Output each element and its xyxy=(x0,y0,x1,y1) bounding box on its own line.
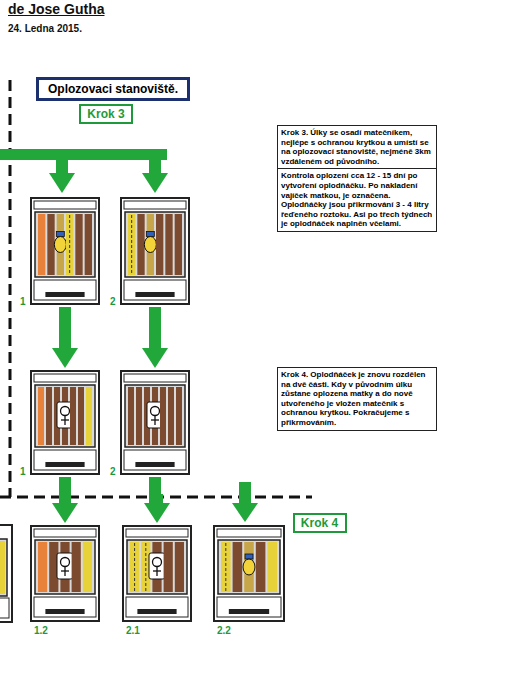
arrow-bar xyxy=(0,149,167,160)
hive-number: 2.2 xyxy=(217,625,231,636)
arrow-stem xyxy=(59,307,71,349)
partial-hive xyxy=(0,525,12,622)
hive-box: 1 xyxy=(30,197,100,305)
note-text: Krok 3. Úlky se osadí matečníkem, nejlép… xyxy=(278,126,436,168)
hive-box: 2.2 xyxy=(213,525,285,622)
hive-box: 1.2 xyxy=(30,525,100,622)
arrow-stem xyxy=(239,482,251,504)
hive-drawing xyxy=(122,525,192,622)
hive-drawing xyxy=(30,370,100,475)
hive-number: 2 xyxy=(110,296,116,307)
date-label: 24. Ledna 2015. xyxy=(8,23,82,34)
arrow-stem xyxy=(149,155,161,174)
dashed-divider xyxy=(9,80,12,497)
flow-arrow xyxy=(144,477,170,523)
hive-box: 2.1 xyxy=(122,525,192,622)
note-box: Krok 3. Úlky se osadí matečníkem, nejlép… xyxy=(277,125,437,232)
arrow-head xyxy=(52,348,78,368)
arrow-head xyxy=(142,348,168,368)
hive-box: 1 xyxy=(30,370,100,475)
flow-arrow xyxy=(142,307,168,368)
hive-box: 2 xyxy=(120,197,190,305)
arrow-stem xyxy=(155,477,157,504)
hive-number: 1 xyxy=(20,296,26,307)
step-box: Krok 4 xyxy=(293,513,347,533)
note-text: Krok 4. Oplodňáček je znovu rozdělen na … xyxy=(278,368,436,430)
arrow-head xyxy=(142,173,168,193)
arrow-stem xyxy=(59,477,71,504)
hive-number: 1.2 xyxy=(34,625,48,636)
arrow-head xyxy=(232,503,258,522)
arrow-head xyxy=(49,173,75,193)
note-box: Krok 4. Oplodňáček je znovu rozdělen na … xyxy=(277,367,437,431)
step-box: Krok 3 xyxy=(79,104,133,124)
hive-number: 1 xyxy=(20,466,26,477)
hive-box: 2 xyxy=(120,370,190,475)
flow-arrow xyxy=(52,307,78,368)
arrow-stem xyxy=(56,155,68,174)
hive-drawing xyxy=(120,197,190,305)
arrow-head xyxy=(52,503,78,523)
arrow-stem xyxy=(149,307,161,349)
flow-arrow xyxy=(52,477,78,523)
note-text: Kontrola oplození cca 12 - 15 dní po vyt… xyxy=(278,168,436,231)
hive-number: 2 xyxy=(110,466,116,477)
hive-drawing xyxy=(30,525,100,622)
box-label: Krok 4 xyxy=(300,516,340,530)
hive-drawing xyxy=(120,370,190,475)
box-label: Krok 3 xyxy=(86,107,126,121)
hive-drawing xyxy=(30,197,100,305)
hive-number: 2.1 xyxy=(126,625,140,636)
box-label: Oplozovaci stanoviště. xyxy=(45,82,181,96)
hive-drawing xyxy=(213,525,285,622)
site-heading-box: Oplozovaci stanoviště. xyxy=(36,77,190,101)
page-title: de Jose Gutha xyxy=(8,1,104,17)
arrow-head xyxy=(144,503,170,523)
